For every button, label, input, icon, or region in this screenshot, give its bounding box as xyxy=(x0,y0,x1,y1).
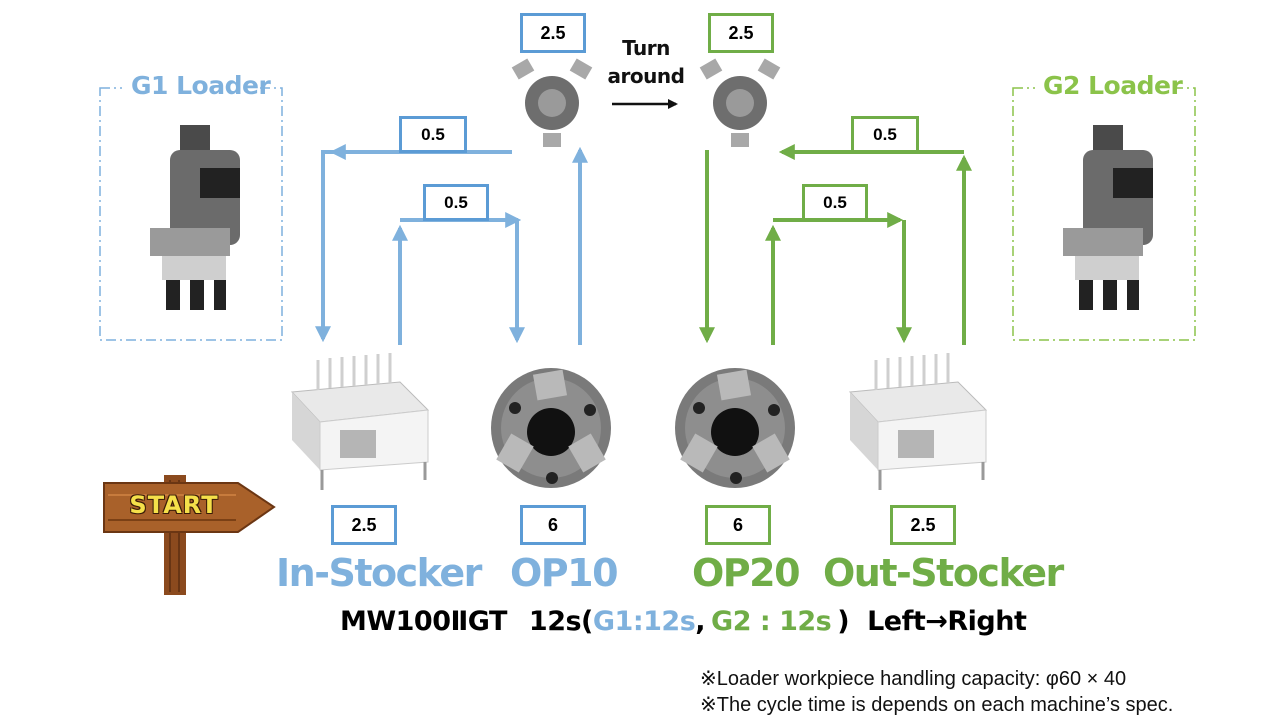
g1-loader-title: G1 Loader xyxy=(131,71,271,100)
turn-label-line1: Turn xyxy=(622,36,670,60)
g2-title-mask xyxy=(1035,72,1173,102)
turn-around-label: Turn around xyxy=(606,34,686,90)
start-sign-label: START xyxy=(129,491,219,519)
g2-loader-robot-image xyxy=(1063,125,1153,310)
gripper-right-time-box: 2.5 xyxy=(708,13,774,53)
start-sign-image xyxy=(103,475,276,595)
g1-inner-time-box: 0.5 xyxy=(423,184,489,221)
op20-label: OP20 xyxy=(692,551,801,595)
g1-loader-frame xyxy=(99,87,283,341)
g1-cycle-time: G1:12s xyxy=(592,606,696,637)
total-cycle-time: 12s( xyxy=(528,606,593,637)
flow-direction: Left→Right xyxy=(867,606,1027,637)
g2-cycle-time: G2 : 12s xyxy=(711,606,832,637)
in-stocker-time-box: 2.5 xyxy=(331,505,397,545)
summary-separator: , xyxy=(695,606,706,637)
g2-inner-time-box: 0.5 xyxy=(802,184,868,221)
op10-label: OP10 xyxy=(510,551,619,595)
turn-label-line2: around xyxy=(607,64,685,88)
summary-close: ) xyxy=(837,606,850,637)
out-stocker-image xyxy=(848,353,988,490)
cycle-time-summary: MW100ⅡGT 12s(G1:12s,G2 : 12s) Left→Right xyxy=(340,606,1027,637)
in-stocker-label: In-Stocker xyxy=(276,551,482,595)
op20-time-box: 6 xyxy=(705,505,771,545)
g1-title-mask xyxy=(122,72,260,102)
in-stocker-image xyxy=(290,353,430,490)
g2-outer-time-box: 0.5 xyxy=(851,116,919,153)
g1-gripper-image xyxy=(511,58,593,147)
g1-loader-robot-image xyxy=(150,125,240,310)
g1-outer-path xyxy=(321,150,512,338)
op20-chuck-image xyxy=(675,368,795,488)
op10-chuck-image xyxy=(491,368,611,488)
g2-gripper-image xyxy=(699,58,781,147)
g2-loader-title: G2 Loader xyxy=(1043,71,1183,100)
out-stocker-time-box: 2.5 xyxy=(890,505,956,545)
model-name: MW100ⅡGT xyxy=(340,606,507,637)
g2-loader-frame xyxy=(1012,87,1196,341)
out-stocker-label: Out-Stocker xyxy=(823,551,1064,595)
note-capacity: ※Loader workpiece handling capacity: φ60… xyxy=(700,668,1127,690)
g1-outer-time-box: 0.5 xyxy=(399,116,467,153)
note-cycle-time: ※The cycle time is depends on each machi… xyxy=(700,694,1174,716)
gripper-left-time-box: 2.5 xyxy=(520,13,586,53)
op10-time-box: 6 xyxy=(520,505,586,545)
